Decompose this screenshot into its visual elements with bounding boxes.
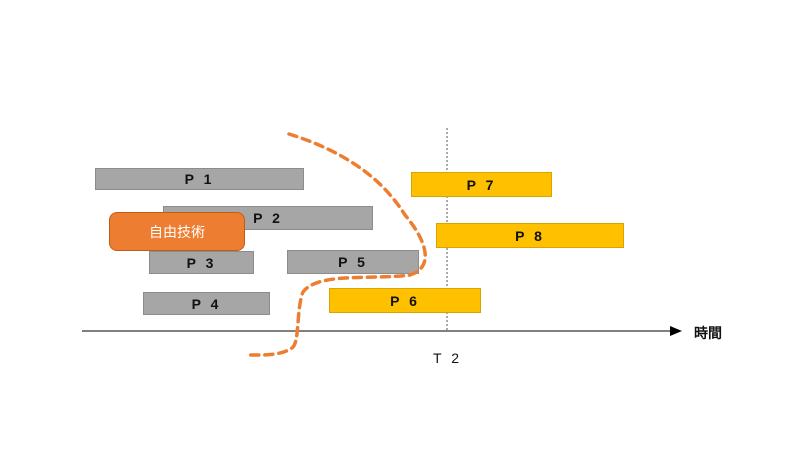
bar-p3-label: P 3 <box>186 254 217 271</box>
bar-p8: P 8 <box>436 223 624 248</box>
bar-p4-label: P 4 <box>191 295 222 312</box>
bar-p1-label: P 1 <box>184 171 215 187</box>
time-axis-arrowhead <box>670 326 682 336</box>
bar-p8-label: P 8 <box>515 227 545 244</box>
bar-p6-label: P 6 <box>390 292 420 309</box>
free-technology-box: 自由技術 <box>109 212 245 251</box>
bar-p5-label: P 5 <box>338 254 368 270</box>
free-technology-label: 自由技術 <box>149 223 205 240</box>
bar-p1: P 1 <box>95 168 304 190</box>
bar-p7-label: P 7 <box>466 176 497 193</box>
bar-p7: P 7 <box>411 172 552 197</box>
bar-p4: P 4 <box>143 292 270 315</box>
bar-p2-label: P 2 <box>253 210 283 226</box>
bar-p5: P 5 <box>287 250 419 274</box>
bar-p6: P 6 <box>329 288 481 313</box>
t2-marker-label: T 2 <box>433 350 462 366</box>
boundary-curve <box>246 132 427 357</box>
bar-p3: P 3 <box>149 251 254 274</box>
time-axis-label: 時間 <box>694 325 722 341</box>
